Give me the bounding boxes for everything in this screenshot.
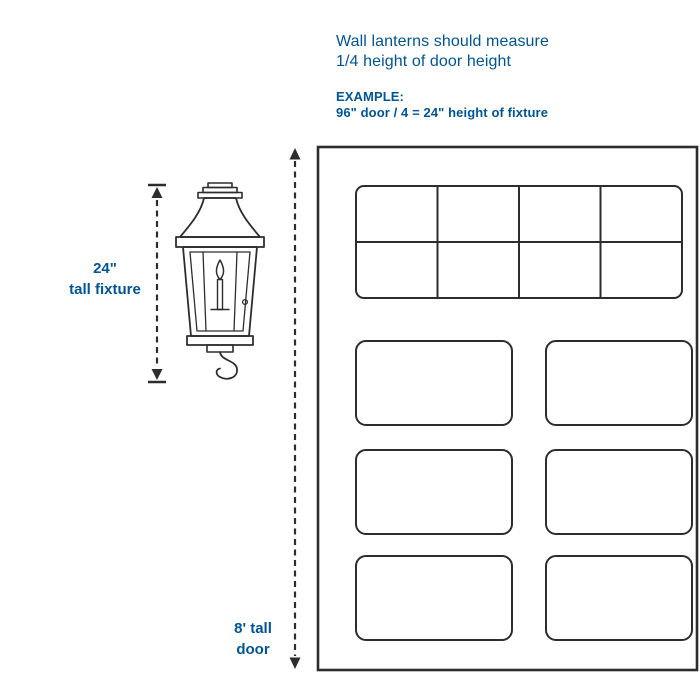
lantern-door-knob — [241, 298, 249, 306]
fixture-measure-value: 24" — [93, 260, 117, 277]
lantern-cage-bar — [202, 251, 207, 332]
fixture-measure-line — [148, 183, 166, 384]
lantern-scroll-tail — [215, 351, 238, 380]
door-panel — [545, 449, 693, 535]
header-note: Wall lanterns should measure 1/4 height … — [336, 32, 549, 72]
lantern-bottom-collar — [186, 335, 254, 346]
example-formula: 96" door / 4 = 24" height of fixture — [336, 105, 549, 120]
door-measure-value: 8' tall — [234, 620, 272, 637]
door-illustration — [316, 145, 699, 672]
door-window-grid — [355, 185, 683, 299]
lantern-collar — [175, 236, 265, 248]
door-panels — [355, 340, 693, 641]
header-line2: 1/4 height of door height — [336, 53, 512, 70]
fixture-measure-caption: tall fixture — [69, 281, 141, 298]
door-panel — [355, 555, 513, 641]
lantern-cage-bar — [233, 251, 238, 332]
fixture-measure-label: 24" tall fixture — [58, 258, 152, 300]
candle-flame — [215, 259, 225, 281]
measure-arrow-up-icon — [151, 187, 163, 198]
door-measure-caption: door — [236, 641, 270, 658]
candle-stick — [216, 278, 224, 311]
door-panel — [545, 340, 693, 426]
door-panel — [545, 555, 693, 641]
measure-arrow-down-icon — [151, 369, 163, 380]
door-panel — [355, 340, 513, 426]
door-measure-line — [289, 148, 301, 669]
lantern-dome — [179, 197, 261, 238]
measure-arrow-down-icon — [289, 657, 301, 669]
measure-arrow-up-icon — [289, 148, 301, 160]
example-label: EXAMPLE: — [336, 89, 404, 104]
lantern-illustration — [175, 182, 265, 380]
example-note: EXAMPLE: 96" door / 4 = 24" height of fi… — [336, 89, 548, 121]
door-measure-label: 8' tall door — [216, 618, 290, 660]
door-panel — [355, 449, 513, 535]
lantern-glass — [189, 251, 251, 332]
lantern-bottom-cup — [206, 344, 234, 353]
door-outline — [316, 145, 699, 672]
header-line1: Wall lanterns should measure — [336, 33, 549, 50]
